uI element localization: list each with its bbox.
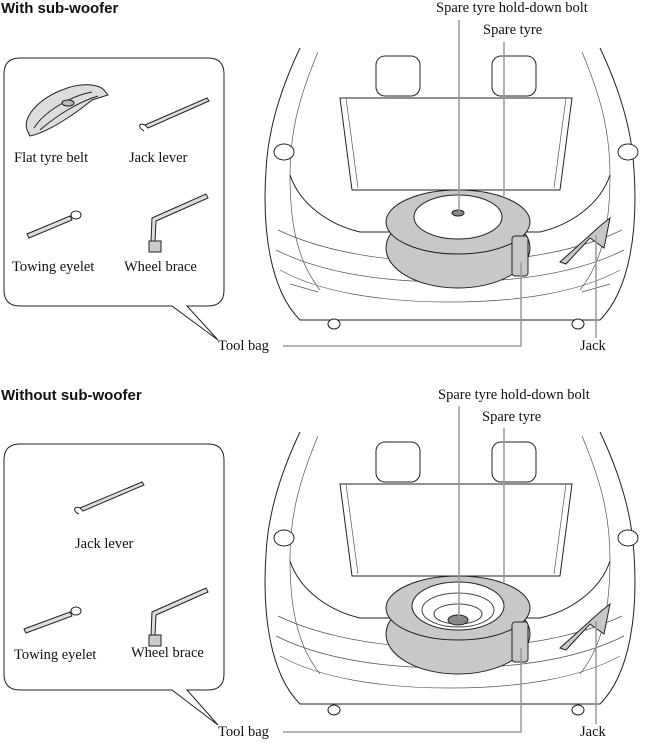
leader-tool-bag — [283, 648, 522, 733]
callout-spare-tyre-hold-down-bolt: Spare tyre hold-down bolt — [438, 387, 590, 403]
callout-spare-tyre: Spare tyre — [482, 409, 542, 425]
callout-spare-tyre-hold-down-bolt: Spare tyre hold-down bolt — [436, 0, 588, 16]
car-rear-illustration — [264, 47, 639, 330]
callout-jack: Jack — [580, 338, 606, 354]
tool-callout-bubble — [3, 57, 225, 341]
callout-tool-bag: Tool bag — [218, 338, 269, 354]
towing-eyelet-icon — [23, 606, 82, 634]
section-heading-with-subwoofer: With sub-woofer — [1, 0, 119, 17]
section-heading-without-subwoofer: Without sub-woofer — [1, 387, 142, 404]
callout-spare-tyre: Spare tyre — [483, 22, 543, 38]
tool-callout-bubble — [3, 443, 225, 726]
diagram-with-subwoofer — [3, 20, 639, 347]
tool-label-towing-eyelet: Towing eyelet — [14, 647, 97, 663]
tool-label-jack-lever: Jack lever — [129, 150, 188, 166]
tool-bag-graphic — [511, 235, 529, 277]
diagram-without-subwoofer — [3, 406, 639, 733]
jack-lever-icon — [74, 481, 145, 515]
tool-label-towing-eyelet: Towing eyelet — [12, 259, 95, 275]
callout-jack: Jack — [580, 724, 606, 740]
wheel-brace-icon — [148, 193, 209, 253]
jack-graphic — [559, 602, 611, 651]
tool-label-wheel-brace: Wheel brace — [131, 645, 204, 661]
callout-tool-bag: Tool bag — [218, 724, 269, 740]
spare-tyre-graphic — [385, 575, 531, 675]
jack-lever-icon — [139, 97, 210, 132]
tool-label-jack-lever: Jack lever — [75, 536, 134, 552]
tool-label-flat-tyre-belt: Flat tyre belt — [14, 150, 89, 166]
tool-bag-graphic — [511, 621, 529, 663]
car-rear-illustration — [264, 431, 639, 716]
jack-graphic — [559, 216, 611, 265]
flat-tyre-belt-icon — [25, 84, 109, 137]
wheel-brace-icon — [148, 587, 209, 647]
towing-eyelet-icon — [26, 210, 82, 239]
spare-tyre-graphic — [385, 189, 531, 289]
leader-tool-bag — [283, 262, 522, 347]
tool-label-wheel-brace: Wheel brace — [124, 259, 197, 275]
